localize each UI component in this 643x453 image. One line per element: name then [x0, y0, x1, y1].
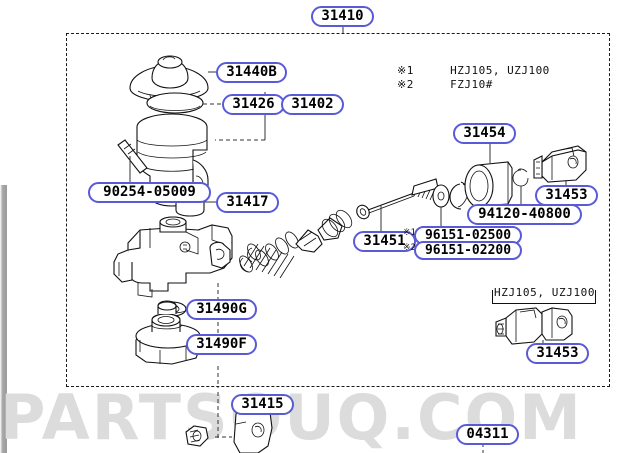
label-stud-04311[interactable]: 04311	[456, 424, 519, 445]
label-cap-31440b[interactable]: 31440B	[216, 62, 287, 83]
label-washer-31490g[interactable]: 31490G	[186, 299, 257, 320]
vertical-scrollbar[interactable]	[0, 185, 7, 453]
label-boot-31454[interactable]: 31454	[453, 123, 516, 144]
part-reservoir-cap	[129, 55, 209, 104]
note-marker-2: ※2	[397, 78, 414, 91]
asterisk-one-marker: ※1	[403, 228, 416, 238]
label-assembly-31410[interactable]: 31410	[311, 6, 374, 27]
label-push-rod-31451[interactable]: 31451	[353, 231, 416, 252]
part-piston-spring-assembly	[239, 178, 439, 279]
label-bolt-90254-05009[interactable]: 90254-05009	[88, 182, 211, 203]
inset-caption: HZJ105, UZJ100	[494, 286, 596, 299]
label-switch-31453[interactable]: 31453	[535, 185, 598, 206]
part-reservoir-bolt	[117, 139, 148, 174]
part-snap-rings	[432, 181, 469, 210]
label-clip-94120-40800[interactable]: 94120-40800	[467, 204, 582, 225]
note-text-2: FZJ10#	[450, 78, 493, 91]
label-grommet-31417[interactable]: 31417	[216, 192, 279, 213]
label-gasket-31426[interactable]: 31426	[222, 94, 285, 115]
note-text-1: HZJ105, UZJ100	[450, 64, 550, 77]
diagram-frame	[66, 33, 610, 387]
label-reservoir-assy-31402[interactable]: 31402	[281, 94, 344, 115]
note-row-2: ※2 FZJ10#	[397, 78, 493, 91]
note-marker-1: ※1	[397, 64, 414, 77]
label-bracket-31415[interactable]: 31415	[231, 394, 294, 415]
part-master-cylinder-body	[113, 216, 233, 298]
part-boot	[464, 161, 513, 208]
label-inset-switch-31453[interactable]: 31453	[526, 343, 589, 364]
note-row-1: ※1 HZJ105, UZJ100	[397, 64, 550, 77]
label-snap-ring-96151-02200[interactable]: 96151-02200	[414, 241, 522, 260]
part-clutch-switch	[533, 145, 587, 183]
inset-bracket	[492, 290, 596, 304]
part-nut	[135, 300, 201, 365]
part-inset-switch	[495, 307, 573, 345]
part-reservoir-gasket	[146, 92, 204, 114]
asterisk-two-marker: ※2	[403, 243, 416, 253]
label-nut-31490f[interactable]: 31490F	[186, 334, 257, 355]
